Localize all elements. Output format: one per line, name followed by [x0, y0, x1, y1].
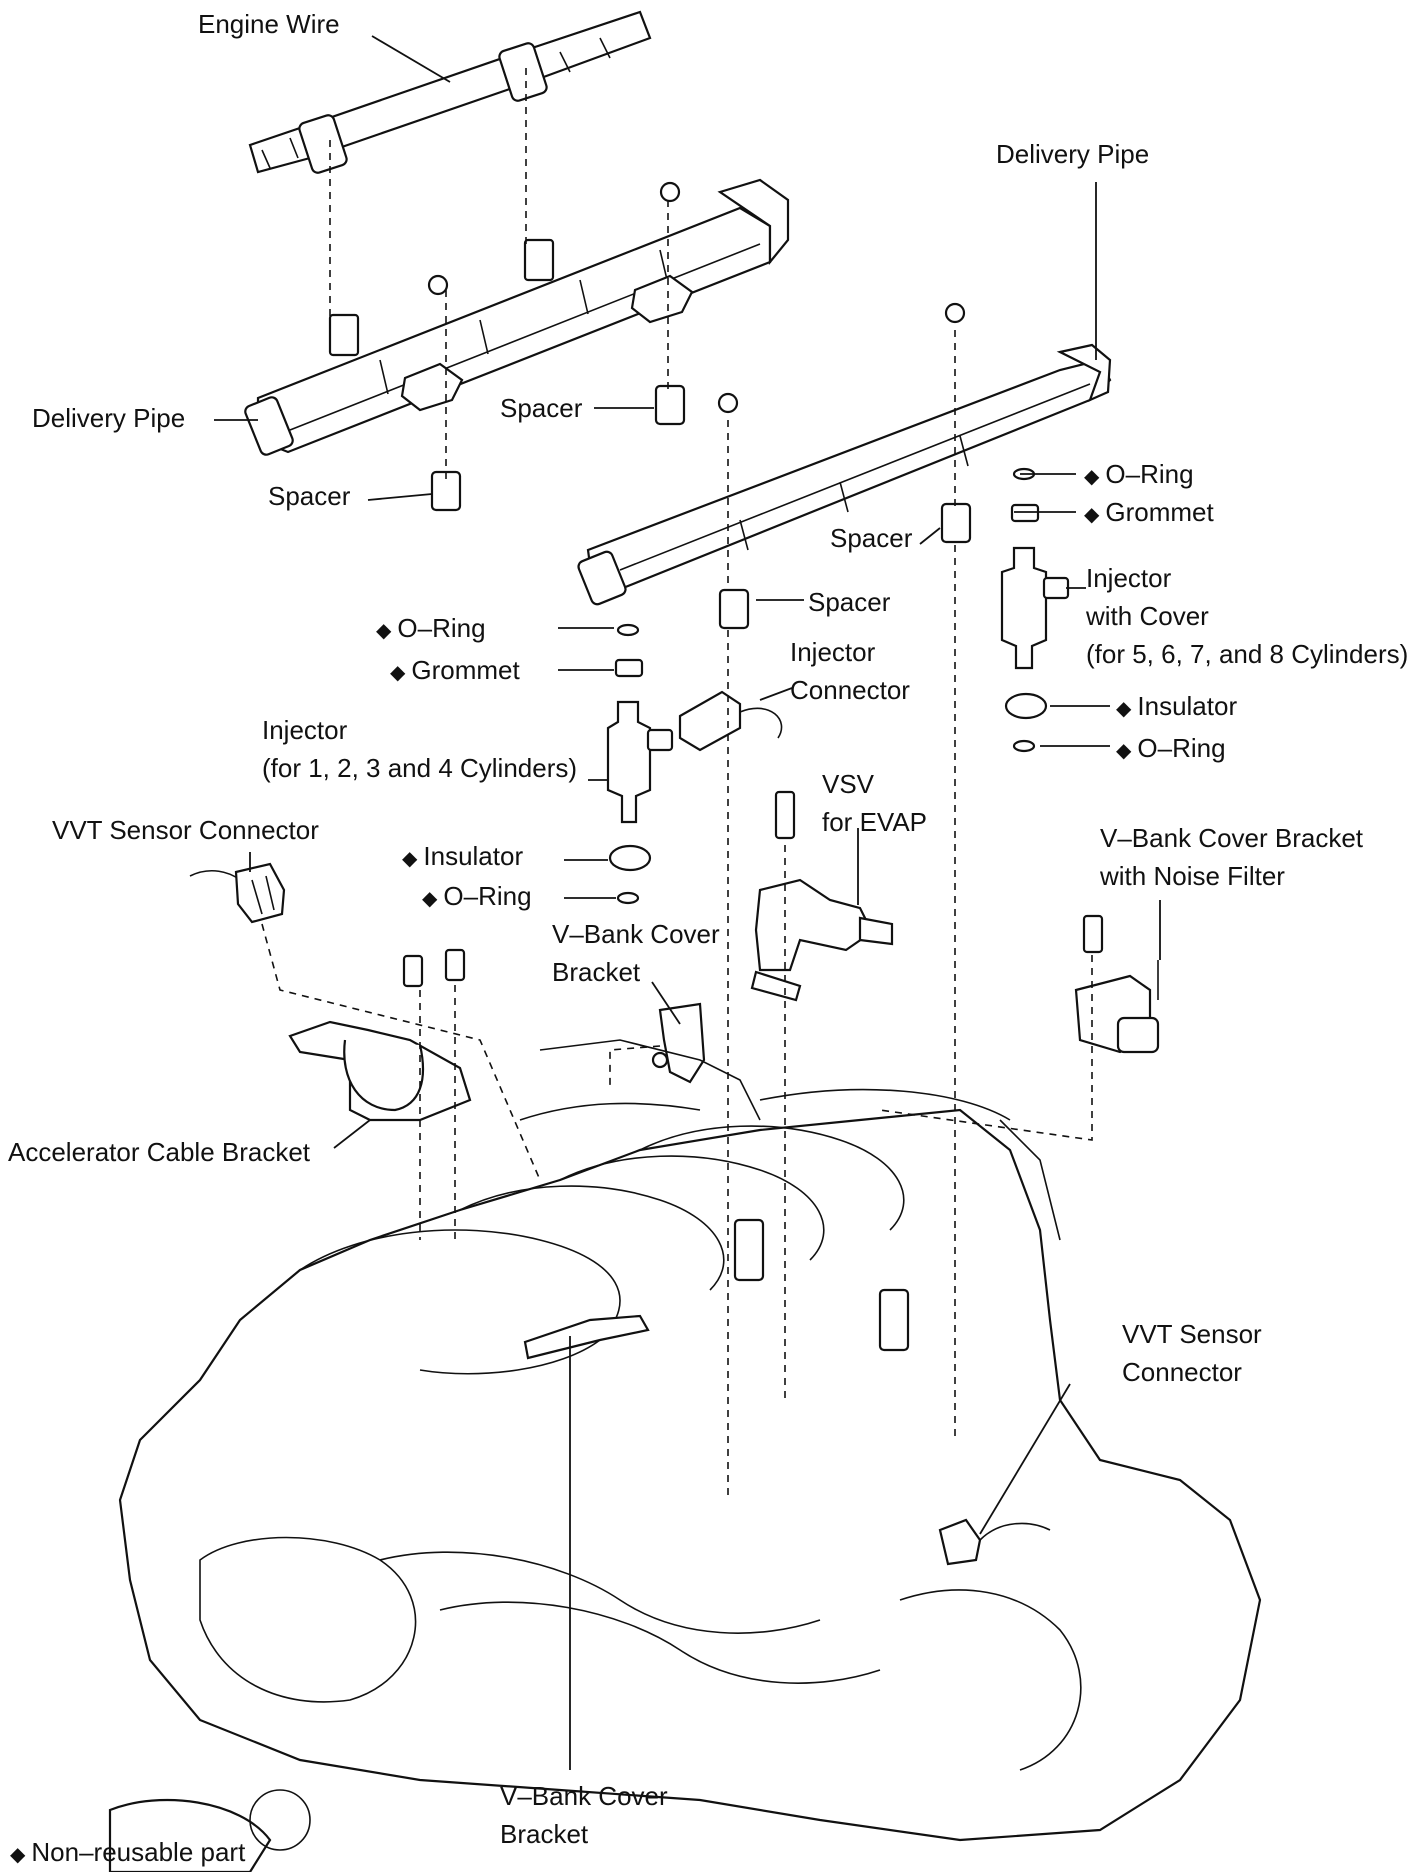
label-vbank-bracket-mid-line1: V–Bank Cover: [552, 919, 720, 949]
accelerator-cable-bracket-drawing: [288, 948, 472, 1122]
label-injector-connector-line2: Connector: [790, 675, 910, 705]
engine-wire-harness: [248, 10, 652, 174]
non-reusable-marker-icon: ◆: [10, 1844, 26, 1866]
label-engine-wire: Engine Wire: [198, 9, 340, 39]
label-injector-front-line2: (for 1, 2, 3 and 4 Cylinders): [262, 753, 578, 783]
label-vvt-sensor-connector-right-line2: Connector: [1122, 1357, 1242, 1387]
label-injector-rear-line3: (for 5, 6, 7, and 8 Cylinders): [1086, 639, 1409, 669]
label-oring-1: ◆O–Ring: [1084, 459, 1194, 489]
engine-manifold-drawing: [108, 1039, 1262, 1872]
vbank-bracket-mid-drawing: [651, 1002, 706, 1084]
label-vbank-bracket-noise-line2: with Noise Filter: [1100, 861, 1285, 891]
label-injector-rear-line1: Injector: [1086, 563, 1172, 593]
label-grommet-1: ◆Grommet: [1084, 497, 1214, 527]
label-insulator-1: ◆Insulator: [1116, 691, 1238, 721]
non-reusable-marker-icon: ◆: [422, 888, 438, 910]
label-vvt-sensor-connector-right-line1: VVT Sensor: [1122, 1319, 1262, 1349]
label-vsv-line2: for EVAP: [822, 807, 928, 837]
non-reusable-marker-icon: ◆: [376, 620, 392, 642]
label-vbank-bracket-mid-line2: Bracket: [552, 957, 641, 987]
label-spacer-1: Spacer: [268, 481, 351, 511]
leader-lines: [214, 35, 1161, 1770]
label-spacer-3: Spacer: [830, 523, 913, 553]
non-reusable-marker-icon: ◆: [390, 662, 406, 684]
non-reusable-marker-icon: ◆: [1116, 698, 1132, 720]
label-delivery-pipe-left: Delivery Pipe: [32, 403, 186, 433]
label-spacer-2: Spacer: [500, 393, 583, 423]
label-vbank-bracket-bottom-line1: V–Bank Cover: [500, 1781, 668, 1811]
label-spacer-4: Spacer: [808, 587, 891, 617]
alignment-dashed-lines: [261, 68, 1093, 1500]
non-reusable-marker-icon: ◆: [1084, 466, 1100, 488]
non-reusable-marker-icon: ◆: [1116, 740, 1132, 762]
delivery-pipe-left-drawing: [244, 178, 790, 456]
label-oring-3: ◆O–Ring: [376, 613, 486, 643]
legend-non-reusable-part: ◆Non–reusable part: [10, 1837, 246, 1867]
label-oring-4: ◆O–Ring: [422, 881, 532, 911]
rear-injector-stack: [1000, 467, 1070, 753]
front-injector-stack: [606, 623, 674, 905]
label-delivery-pipe-right: Delivery Pipe: [996, 139, 1150, 169]
label-accelerator-cable-bracket: Accelerator Cable Bracket: [8, 1137, 311, 1167]
label-vvt-sensor-connector-left: VVT Sensor Connector: [52, 815, 319, 845]
vbank-bracket-noise-filter-drawing: [1074, 914, 1160, 1054]
label-insulator-2: ◆Insulator: [402, 841, 524, 871]
label-oring-2: ◆O–Ring: [1116, 733, 1226, 763]
non-reusable-marker-icon: ◆: [402, 848, 418, 870]
delivery-pipe-right-drawing: [577, 302, 1112, 606]
injector-connector-drawing: [678, 690, 783, 752]
non-reusable-marker-icon: ◆: [1084, 504, 1100, 526]
label-injector-connector-line1: Injector: [790, 637, 876, 667]
label-vsv-line1: VSV: [822, 769, 875, 799]
label-vbank-bracket-bottom-line2: Bracket: [500, 1819, 589, 1849]
vvt-sensor-connector-left-drawing: [189, 862, 286, 924]
label-grommet-2: ◆Grommet: [390, 655, 520, 685]
label-vbank-bracket-noise-line1: V–Bank Cover Bracket: [1100, 823, 1364, 853]
spacers: [430, 384, 972, 630]
label-injector-rear-line2: with Cover: [1086, 601, 1209, 631]
label-injector-front-line1: Injector: [262, 715, 348, 745]
